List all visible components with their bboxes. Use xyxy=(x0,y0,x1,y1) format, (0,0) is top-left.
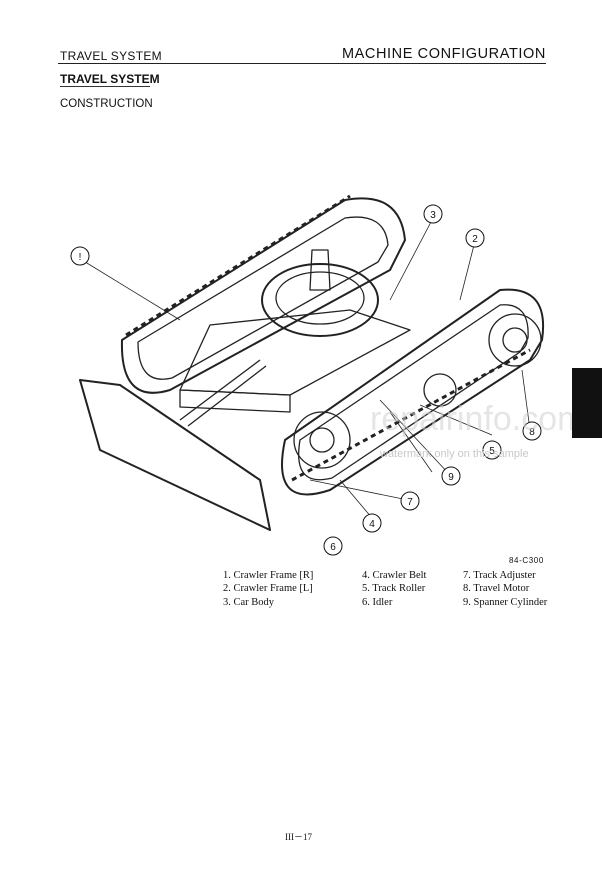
dozer-blade xyxy=(79,379,271,531)
legend-item: 5. Track Roller xyxy=(362,583,426,595)
svg-text:4: 4 xyxy=(369,519,375,530)
legend-column-1: 1. Crawler Frame [R] 2. Crawler Frame [L… xyxy=(223,569,313,609)
header-right: MACHINE CONFIGURATION xyxy=(341,46,546,62)
travel-motor xyxy=(488,313,542,367)
undercarriage-illustration: ! 2 3 4 5 6 7 8 9 xyxy=(70,194,545,556)
legend-item: 7. Track Adjuster xyxy=(463,570,536,581)
callout-2: 2 xyxy=(465,228,485,248)
legend-item: 4. Crawler Belt xyxy=(362,570,427,581)
callout-7: 7 xyxy=(400,491,420,511)
callout-4: 4 xyxy=(362,513,382,533)
svg-text:9: 9 xyxy=(448,472,454,483)
section-title: TRAVEL SYSTEM xyxy=(60,72,160,86)
idler-wheel xyxy=(293,411,351,469)
legend-item: 2. Crawler Frame [L] xyxy=(223,583,313,595)
swing-ring xyxy=(261,263,379,337)
legend-item: 6. Idler xyxy=(362,596,393,608)
svg-text:3: 3 xyxy=(430,210,436,221)
svg-text:6: 6 xyxy=(330,542,336,553)
watermark-text: watermark only on this sample xyxy=(380,448,529,460)
svg-text:!: ! xyxy=(79,252,82,263)
page-number: III－17 xyxy=(285,832,312,842)
legend-column-3: 7. Track Adjuster 8. Travel Motor 9. Spa… xyxy=(463,569,547,609)
crawler-belt-right xyxy=(120,197,406,394)
car-body xyxy=(179,309,411,396)
legend-item: 9. Spanner Cylinder xyxy=(463,596,548,608)
callout-6: 6 xyxy=(323,536,343,556)
callout-5: 5 xyxy=(482,440,502,460)
section-thumb-tab xyxy=(572,368,602,438)
watermark-brand: repairinfo.com xyxy=(370,400,586,438)
callout-9: 9 xyxy=(441,466,461,486)
svg-text:8: 8 xyxy=(529,427,535,438)
callout-3: 3 xyxy=(423,204,443,224)
section-rule xyxy=(60,86,150,87)
legend-item: 8. Travel Motor xyxy=(463,583,530,595)
callout-8: 8 xyxy=(522,421,542,441)
legend-item: 1. Crawler Frame [R] xyxy=(223,570,314,581)
svg-text:2: 2 xyxy=(472,234,478,245)
header-rule xyxy=(58,63,546,64)
header-left: TRAVEL SYSTEM xyxy=(60,49,162,63)
figure-code: 84-C300 xyxy=(509,556,544,565)
crawler-belt-left xyxy=(281,288,545,496)
svg-text:7: 7 xyxy=(407,497,413,508)
svg-text:5: 5 xyxy=(489,446,495,457)
legend-column-2: 4. Crawler Belt 5. Track Roller 6. Idler xyxy=(362,569,426,609)
callout-1: ! xyxy=(70,246,90,266)
subsection-title: CONSTRUCTION xyxy=(60,98,153,110)
legend-item: 3. Car Body xyxy=(223,596,275,608)
